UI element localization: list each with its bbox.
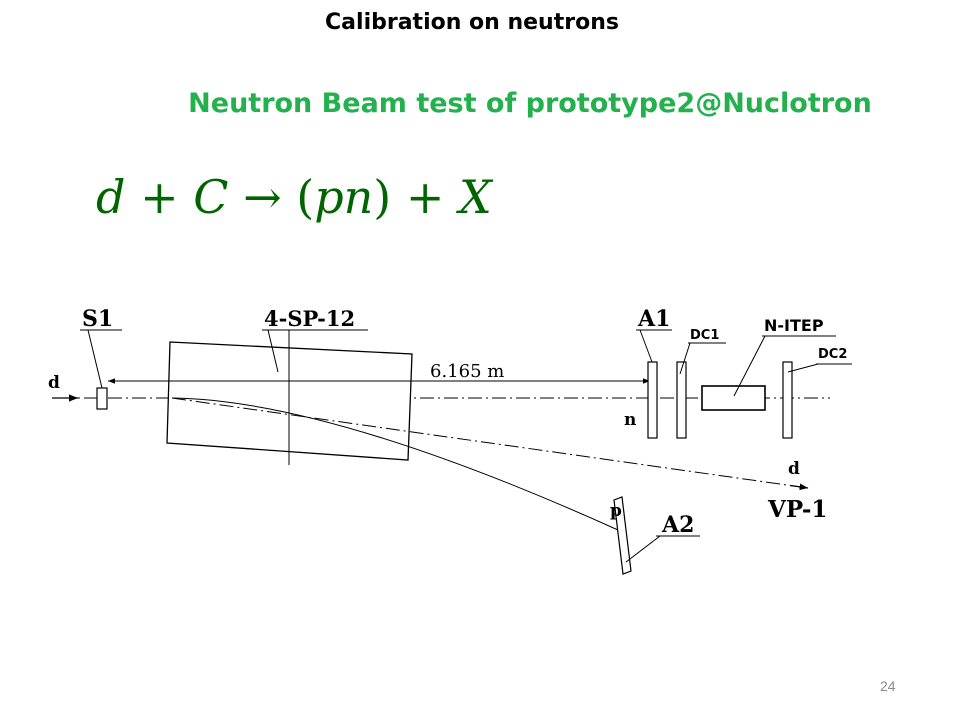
- a1-label: A1: [637, 306, 670, 332]
- eq-lparen: (: [296, 170, 315, 224]
- eq-plus: +: [140, 170, 179, 224]
- a1-leader: [639, 329, 653, 363]
- deuteron-track: [171, 397, 809, 489]
- eq-rparen: ): [373, 170, 392, 224]
- eq-plus-2: +: [405, 170, 445, 224]
- n-itep-label: N-ITEP: [764, 316, 824, 335]
- n-itep-leader: [733, 335, 766, 397]
- s1-leader: [87, 329, 103, 389]
- dc2-leader: [787, 363, 819, 373]
- page-number: 24: [880, 678, 896, 694]
- proton-label: p: [610, 501, 622, 521]
- slide-title: Calibration on neutrons: [325, 10, 619, 35]
- a2-counter: [613, 496, 632, 575]
- a1-counter: [647, 361, 658, 439]
- dc2-chamber: [782, 361, 793, 439]
- eq-d: d: [96, 170, 126, 224]
- reaction-equation: d + C → (pn) + X: [96, 170, 492, 224]
- eq-x: X: [459, 170, 492, 224]
- magnet-label: 4-SP-12: [264, 306, 355, 331]
- dc2-label: DC2: [818, 347, 847, 362]
- eq-arrow: →: [243, 170, 282, 224]
- s1-counter: [96, 387, 108, 410]
- magnet-leader: [267, 329, 279, 373]
- a2-leader: [625, 535, 661, 563]
- dc1-chamber: [676, 361, 687, 439]
- distance-label: 6.165 m: [430, 361, 504, 382]
- s1-label: S1: [82, 306, 113, 332]
- deuteron-out-label: d: [788, 459, 800, 479]
- proton-track: [171, 397, 619, 531]
- deuteron-arrow: [789, 483, 809, 491]
- dc1-leader: [679, 342, 691, 375]
- vp1-label: VP-1: [767, 496, 827, 523]
- slide-subtitle: Neutron Beam test of prototype2@Nuclotro…: [188, 88, 872, 119]
- eq-pn: pn: [314, 170, 374, 224]
- deuteron-in-label: d: [48, 373, 60, 393]
- a2-label: A2: [661, 512, 694, 538]
- n-itep-detector: [701, 385, 766, 411]
- neutron-label: n: [624, 410, 636, 430]
- dc1-label: DC1: [690, 328, 719, 343]
- eq-c: C: [193, 170, 229, 224]
